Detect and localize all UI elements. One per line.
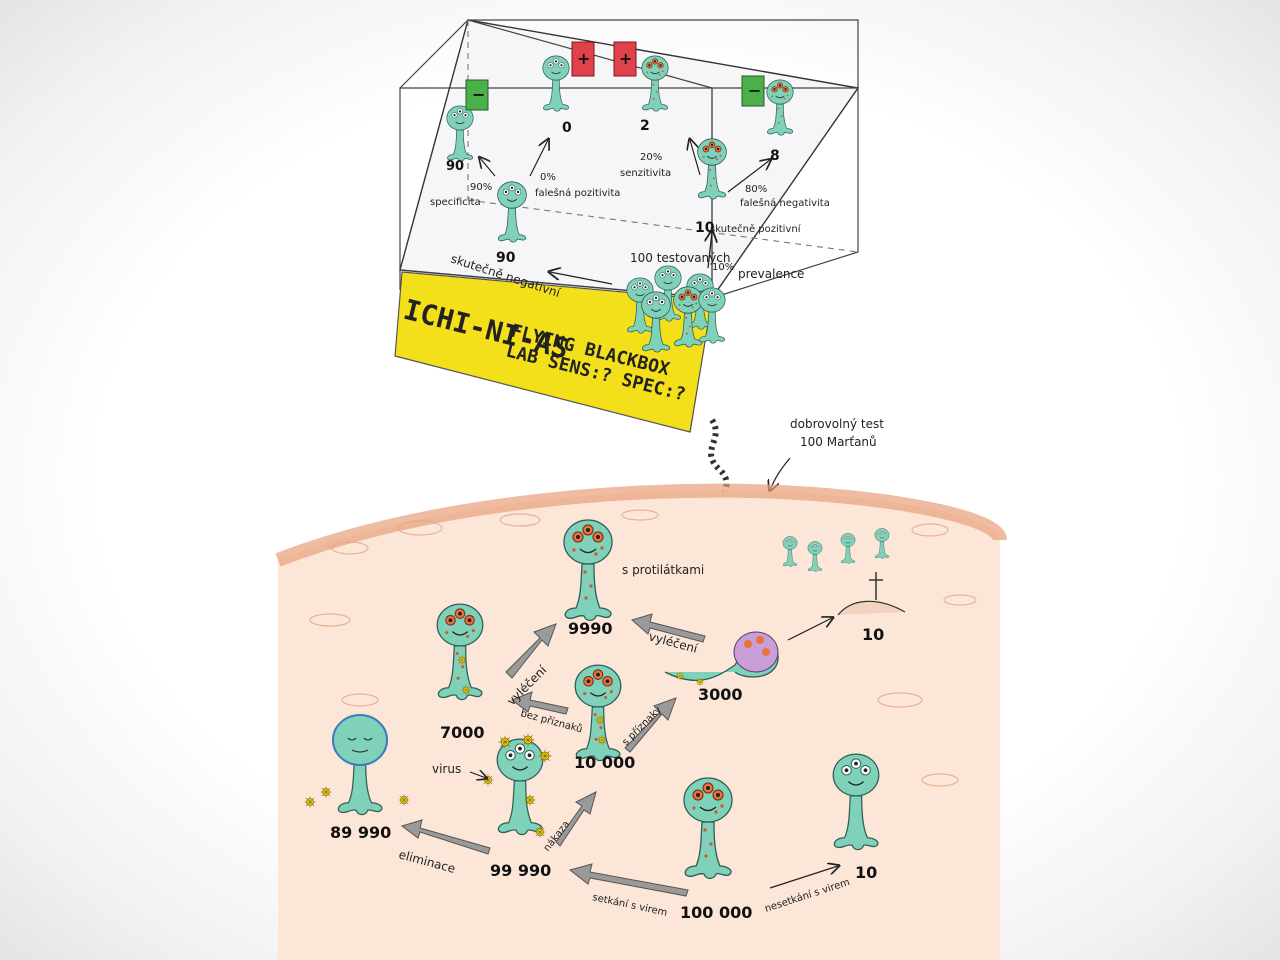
mars-craters: [309, 509, 977, 787]
fp-label: falešná pozitivita: [535, 187, 620, 199]
prevalence-label: prevalence: [738, 267, 804, 281]
tp-card-sign: +: [619, 49, 632, 68]
antibodies-label: s protilátkami: [622, 563, 704, 577]
symptomatic-count: 3000: [698, 685, 743, 704]
neg-result-count: 90: [446, 159, 464, 174]
fp-card-sign: +: [577, 49, 590, 68]
arrow-met: [568, 863, 689, 897]
sens-pct: 20%: [640, 152, 662, 163]
true-pos-label: skutečně pozitivní: [710, 223, 802, 235]
spec-label: specificita: [430, 197, 481, 208]
fn-result-card: [741, 75, 765, 107]
eliminated-alien: [304, 714, 410, 816]
asymptomatic-count: 7000: [440, 723, 485, 742]
arrow-no-symptoms: [510, 691, 569, 715]
infected-count: 10 000: [574, 753, 635, 772]
dead-count: 10: [862, 625, 884, 644]
virus-label: virus: [432, 762, 461, 776]
volunteer-line1: dobrovolný test: [790, 417, 884, 431]
tp-result-count: 2: [640, 118, 650, 134]
arrow-elimination: [400, 819, 491, 855]
flow-arrows: [400, 613, 706, 897]
total-count: 100 000: [680, 903, 752, 922]
volunteer-line2: 100 Marťanů: [800, 435, 877, 449]
arrow-cured2: [630, 613, 706, 643]
neg-card-sign: −: [472, 85, 485, 104]
antibodies-count: 9990: [568, 619, 613, 638]
true-neg-count: 90: [496, 250, 516, 266]
neg-result-card: [465, 79, 489, 111]
fn-label: falešná negativita: [740, 197, 830, 209]
arrow-cured1: [505, 623, 557, 679]
sens-label: senzitivita: [620, 168, 671, 179]
banner: [394, 271, 713, 433]
tp-result-card: [613, 41, 637, 77]
fp-pct: 0%: [540, 172, 556, 183]
prevalence-pct: 10%: [712, 262, 734, 273]
eliminated-count: 89 990: [330, 823, 391, 842]
blackbox: ICHI-NI-AS FLYING BLACKBOX LAB SENS:? SP…: [394, 19, 860, 433]
spec-pct: 90%: [470, 182, 492, 193]
fn-pct: 80%: [745, 184, 767, 195]
not-met-count: 10: [855, 863, 877, 882]
tested-count: 100 testovaných: [630, 251, 730, 265]
grave: [837, 572, 906, 616]
met-count: 99 990: [490, 861, 551, 880]
arrow-infection: [555, 791, 597, 847]
symptomatic-alien: [664, 631, 779, 687]
arrow-with-symptoms: [624, 697, 677, 753]
fn-result-count: 8: [770, 148, 780, 164]
fp-result-card: [571, 41, 595, 77]
box-side-edges: [711, 87, 859, 299]
arrow-not-met: [769, 866, 838, 889]
fn-card-sign: −: [748, 81, 761, 100]
fp-result-count: 0: [562, 120, 572, 136]
